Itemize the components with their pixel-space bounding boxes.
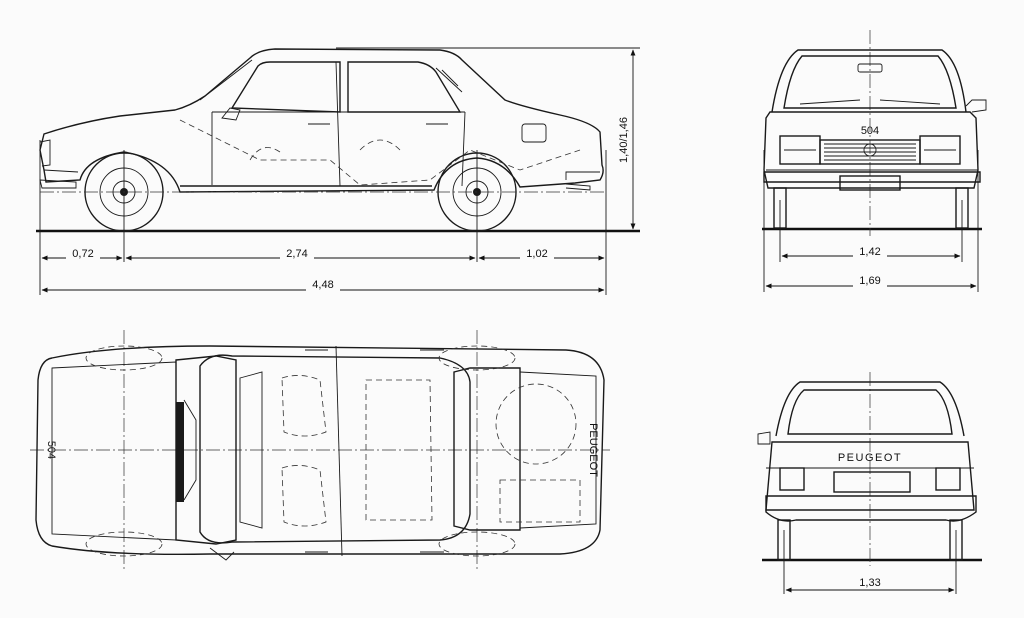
dim-overall-length: 4,48 (312, 279, 333, 291)
fuel-cap-icon (521, 123, 547, 143)
rear-view (757, 372, 982, 594)
rear-brand-badge: PEUGEOT (838, 452, 902, 464)
top-body-outline (35, 345, 605, 556)
rear-left-lamp (779, 467, 805, 491)
side-view (36, 47, 640, 295)
dim-wheelbase: 2,74 (286, 248, 307, 260)
front-view: 504 (762, 30, 987, 292)
rear-mirror-icon (757, 431, 771, 445)
top-trunk-badge: PEUGEOT (587, 423, 599, 477)
rear-dimensions (785, 574, 955, 593)
top-view: PEUGEOT 504 (30, 330, 610, 570)
side-rear-window (347, 61, 462, 113)
rear-right-lamp (935, 467, 961, 491)
front-left-tire (773, 187, 787, 229)
front-windshield (783, 55, 957, 109)
rear-left-tire (777, 519, 791, 561)
top-hood-badge: 504 (45, 441, 57, 459)
dim-rear-track: 1,33 (859, 577, 880, 589)
front-grille (819, 139, 921, 165)
front-license-plate (839, 175, 901, 191)
front-right-tire (955, 187, 969, 229)
side-dimensions (41, 49, 636, 294)
side-front-window (230, 61, 341, 113)
front-model-badge: 504 (861, 125, 879, 137)
dim-rear-overhang: 1,02 (526, 248, 547, 260)
dim-front-track: 1,42 (859, 246, 880, 258)
rear-license-plate (833, 471, 911, 493)
dim-height: 1,40/1,46 (618, 117, 630, 163)
rearview-mirror-icon (857, 63, 883, 73)
dim-front-overhang: 0,72 (72, 248, 93, 260)
side-mirror-icon (965, 99, 987, 113)
rear-right-tire (949, 519, 963, 561)
top-roof (199, 354, 471, 544)
dim-overall-width: 1,69 (859, 275, 880, 287)
front-dimensions (765, 246, 977, 290)
side-body-outline (39, 48, 604, 193)
rear-window (787, 389, 953, 435)
